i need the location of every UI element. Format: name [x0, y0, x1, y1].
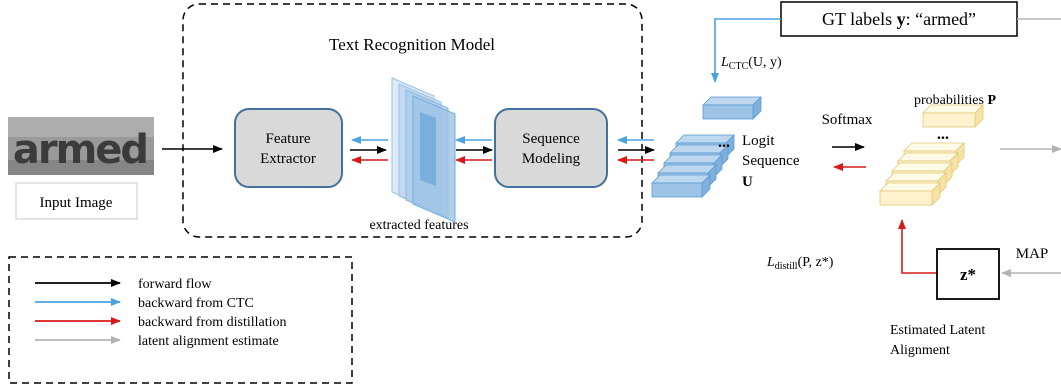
sequence-modeling-label-line2: Modeling: [522, 151, 581, 167]
input-image: armed: [8, 117, 154, 175]
logit-sequence-label-line1: Logit: [742, 133, 775, 149]
feature-extractor-label-line2: Extractor: [260, 151, 316, 167]
estimated-latent-label-line1: Estimated Latent: [890, 323, 985, 338]
logit-sequence-label-line2: Sequence: [742, 153, 800, 169]
legend-label: latent alignment estimate: [138, 334, 279, 349]
sequence-modeling-block: [494, 108, 608, 188]
probabilities-stack: [879, 104, 984, 206]
legend-label: forward flow: [138, 277, 212, 292]
latent-z-box: [936, 248, 1000, 300]
probabilities-dots: ...: [937, 126, 949, 143]
distill-backward-arrow: [898, 219, 937, 274]
legend-item: latent alignment estimate: [35, 334, 279, 349]
legend-label: backward from CTC: [138, 296, 254, 311]
model-title: Text Recognition Model: [329, 35, 495, 54]
latent-z-symbol: z*: [960, 265, 976, 284]
gt-labels-box: [780, 1, 1018, 37]
extracted-features-label: extracted features: [369, 218, 468, 233]
logit-box: [702, 96, 762, 120]
logit-dots: ...: [718, 134, 730, 151]
ctc-backward-arrow: [711, 18, 781, 83]
probability-box: [922, 104, 984, 128]
input-image-label: Input Image: [40, 195, 113, 211]
map-label: MAP: [1016, 246, 1049, 262]
input-image-label-box: [15, 182, 138, 220]
probabilities-label: probabilities P: [914, 93, 997, 108]
extracted-features-stack: [391, 77, 456, 223]
input-image-word: armed: [13, 127, 147, 173]
loss-ctc-label: LCTC(U, y): [720, 55, 782, 72]
legend-box: [8, 256, 353, 384]
feature-extractor-label-line1: Feature: [266, 131, 311, 147]
softmax-label: Softmax: [822, 112, 873, 128]
probability-box: [879, 182, 941, 206]
sequence-modeling-label-line1: Sequence: [522, 131, 580, 147]
legend-item: backward from CTC: [35, 296, 254, 311]
legend-items: forward flow backward from CTC backward fr…: [35, 277, 287, 349]
logit-sequence-symbol: U: [742, 174, 753, 190]
gt-labels-text: GT labels y: “armed”: [822, 9, 976, 29]
legend-label: backward from distillation: [138, 315, 287, 330]
logit-box: [651, 174, 711, 198]
estimated-latent-label-line2: Alignment: [890, 343, 950, 358]
model-container: [182, 3, 643, 238]
legend-item: forward flow: [35, 277, 212, 292]
logit-sequence-stack: [651, 96, 762, 198]
loss-distill-label: Ldistill(P, z*): [766, 255, 834, 272]
feature-extractor-block: [234, 108, 343, 188]
legend-item: backward from distillation: [35, 315, 287, 330]
